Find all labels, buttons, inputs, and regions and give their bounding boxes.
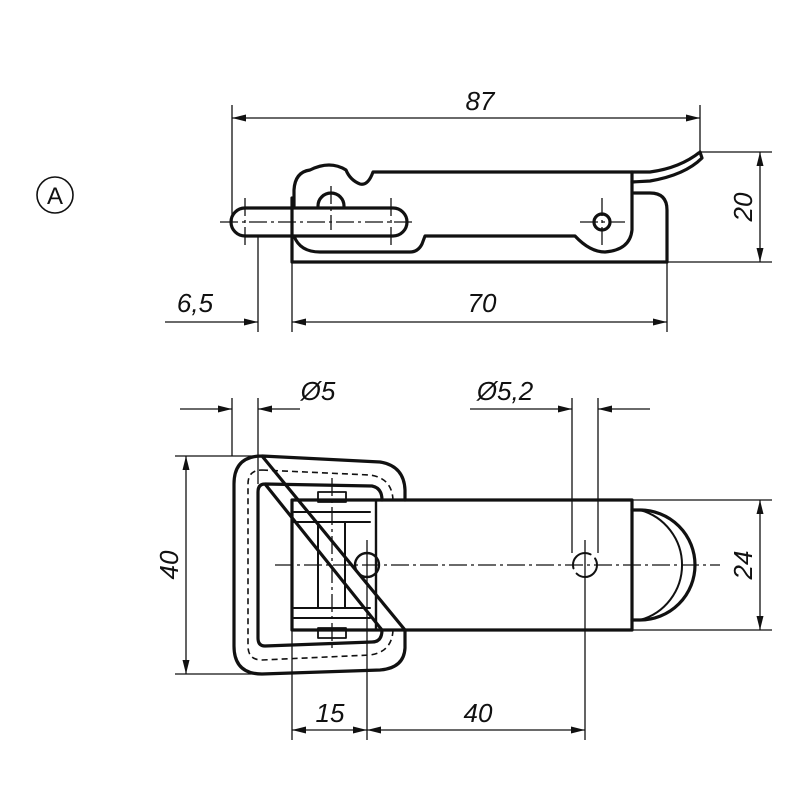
dim-pin-offset: 15 [316,698,345,728]
side-view-dimensions: 87 20 6,5 70 [165,86,772,332]
dim-hole-spacing: 40 [464,698,493,728]
dim-height: 20 [728,192,758,222]
pivot-block [290,478,378,650]
bail-outer [232,454,407,676]
plan-view-dimensions: Ø5 Ø5,2 40 24 15 40 [154,376,772,740]
dim-pin-diameter: Ø5 [300,376,336,406]
side-view [220,150,704,264]
latch-body [292,163,634,254]
base-plate [290,191,669,264]
dim-overall-length: 87 [466,86,496,116]
view-label: A [36,176,74,214]
view-label-text: A [47,183,63,210]
plan-view [232,454,720,740]
dim-hole-diameter: Ø5,2 [476,376,534,406]
latch-lever [630,150,704,184]
dim-base-length: 70 [468,288,497,318]
hook-slot [229,206,409,238]
bail-inner [256,482,384,648]
dim-strip-width: 24 [728,551,758,581]
dim-offset: 6,5 [177,288,214,318]
dim-bail-width: 40 [154,550,184,579]
bail-centerline [247,469,394,661]
